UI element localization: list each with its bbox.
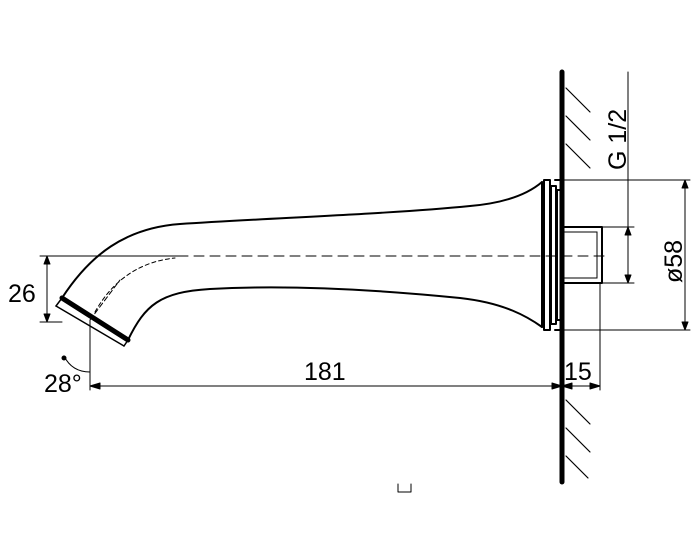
label-length-15: 15 (564, 358, 592, 386)
dimension-angle-28 (61, 279, 121, 391)
stray-mark (397, 483, 412, 493)
wall (559, 69, 591, 485)
label-height-26: 26 (8, 280, 36, 308)
dimension-height-26 (39, 255, 181, 323)
label-diameter-58: ø58 (660, 240, 688, 283)
spout-body (55, 181, 543, 347)
dimension-length-181 (89, 382, 563, 390)
wall-flange (541, 179, 563, 331)
dimension-diameter-58 (561, 179, 691, 331)
label-angle-28: 28° (44, 370, 82, 398)
dimension-length-15 (561, 282, 601, 391)
dimension-thread (599, 71, 635, 284)
label-length-181: 181 (304, 358, 346, 386)
label-thread: G 1/2 (604, 109, 632, 170)
threaded-connector (561, 226, 603, 284)
wall-hatching (565, 87, 591, 479)
